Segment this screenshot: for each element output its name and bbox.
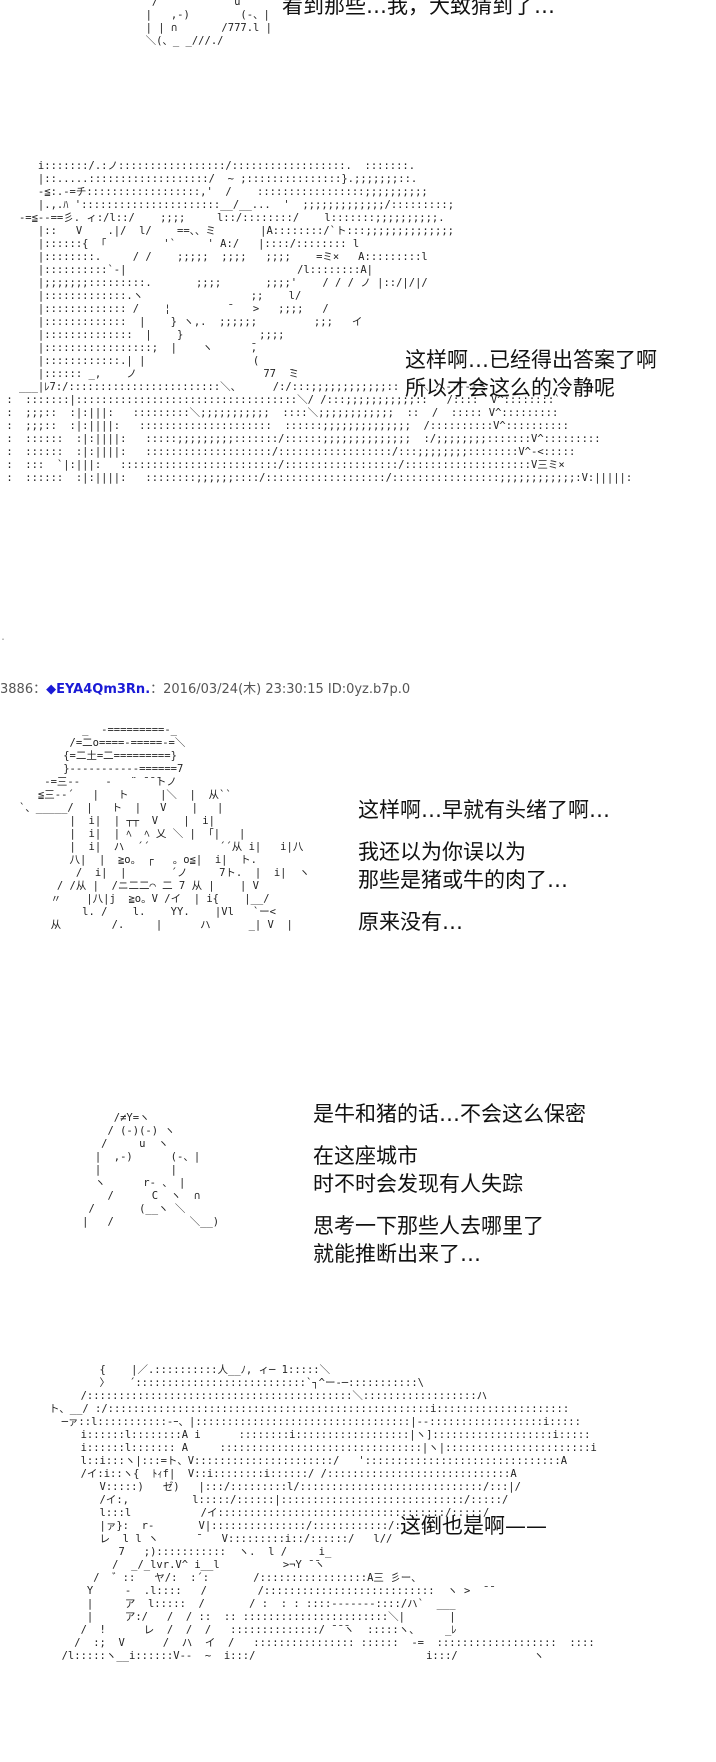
dialogue-line: 就能推断出来了… (313, 1242, 481, 1266)
dialogue-3: 这样啊…早就有头绪了啊… 我还以为你误以为 那些是猪或牛的肉了… 原来没有… (358, 796, 610, 936)
panel-3: _ -=========-_ /=二o====-=====-=＼ {=二土=二=… (0, 720, 716, 1020)
dialogue-4: 是牛和猪的话…不会这么保密 在这座城市 时不时会发现有人失踪 思考一下那些人去哪… (313, 1100, 586, 1268)
dialogue-line: 这倒也是啊—— (400, 1514, 547, 1538)
poster-name[interactable]: EYA4Qm3Rn (56, 682, 146, 697)
ascii-art-character-3: _ -=========-_ /=二o====-=====-=＼ {=二土=二=… (18, 724, 310, 931)
dialogue-line: 看到那些…我，大致猜到了… (282, 0, 555, 18)
poster-name-dot: . (145, 682, 151, 697)
panel-2: i:::::::/.:ノ:::::::::::::::::/::::::::::… (0, 160, 716, 600)
dialogue-line: 时不时会发现有人失踪 (313, 1172, 523, 1196)
dialogue-1: 看到那些…我，大致猜到了… (282, 0, 555, 20)
panel-5: { |／.::::::::::人__ﾉ, ィ─ 1:::::＼ 〉 ´:::::… (0, 1360, 716, 1762)
ascii-art-character-1: / u | ,-) (-、| | | ∩ /777.l | ＼(、_ _///.… (145, 0, 273, 47)
dialogue-5: 这倒也是啊—— (400, 1512, 547, 1540)
dialogue-line: 思考一下那些人去哪里了 (313, 1214, 544, 1238)
dialogue-line: 在这座城市 (313, 1144, 418, 1168)
dialogue-line: 所以才会这么的冷静呢 (405, 376, 615, 400)
dialogue-2: 这样啊…已经得出答案了啊 所以才会这么的冷静呢 (405, 346, 657, 402)
panel-4: /≠Y=ヽ / (-)(-) ヽ / u ヽ | ,-) (-、| | | ヽ … (0, 1100, 716, 1310)
post-datetime-id: ：2016/03/24(木) 23:30:15 ID:0yz.b7p.0 (150, 682, 411, 697)
line-gap (358, 824, 610, 838)
dialogue-line: 这样啊…已经得出答案了啊 (405, 348, 657, 372)
dialogue-line: 是牛和猪的话…不会这么保密 (313, 1102, 586, 1126)
post-separator: ： (33, 682, 47, 697)
stray-mark: . (0, 632, 7, 643)
ascii-art-character-4: /≠Y=ヽ / (-)(-) ヽ / u ヽ | ,-) (-、| | | ヽ … (82, 1112, 220, 1228)
ascii-art-character-2: i:::::::/.:ノ:::::::::::::::::/::::::::::… (6, 160, 633, 484)
post-number: 3886 (0, 682, 34, 697)
dialogue-line: 原来没有… (358, 910, 463, 934)
line-gap (313, 1198, 586, 1212)
dialogue-line: 那些是猪或牛的肉了… (358, 868, 568, 892)
dialogue-line: 我还以为你误以为 (358, 840, 526, 864)
panel-1: / u | ,-) (-、| | | ∩ /777.l | ＼(、_ _///.… (0, 0, 716, 95)
line-gap (358, 894, 610, 908)
post-header: 3886：◆EYA4Qm3Rn.：2016/03/24(木) 23:30:15 … (0, 680, 716, 700)
ascii-art-character-5: { |／.::::::::::人__ﾉ, ィ─ 1:::::＼ 〉 ´:::::… (48, 1364, 597, 1662)
line-gap (313, 1128, 586, 1142)
trip-diamond-icon: ◆ (46, 682, 57, 697)
dialogue-line: 这样啊…早就有头绪了啊… (358, 798, 610, 822)
